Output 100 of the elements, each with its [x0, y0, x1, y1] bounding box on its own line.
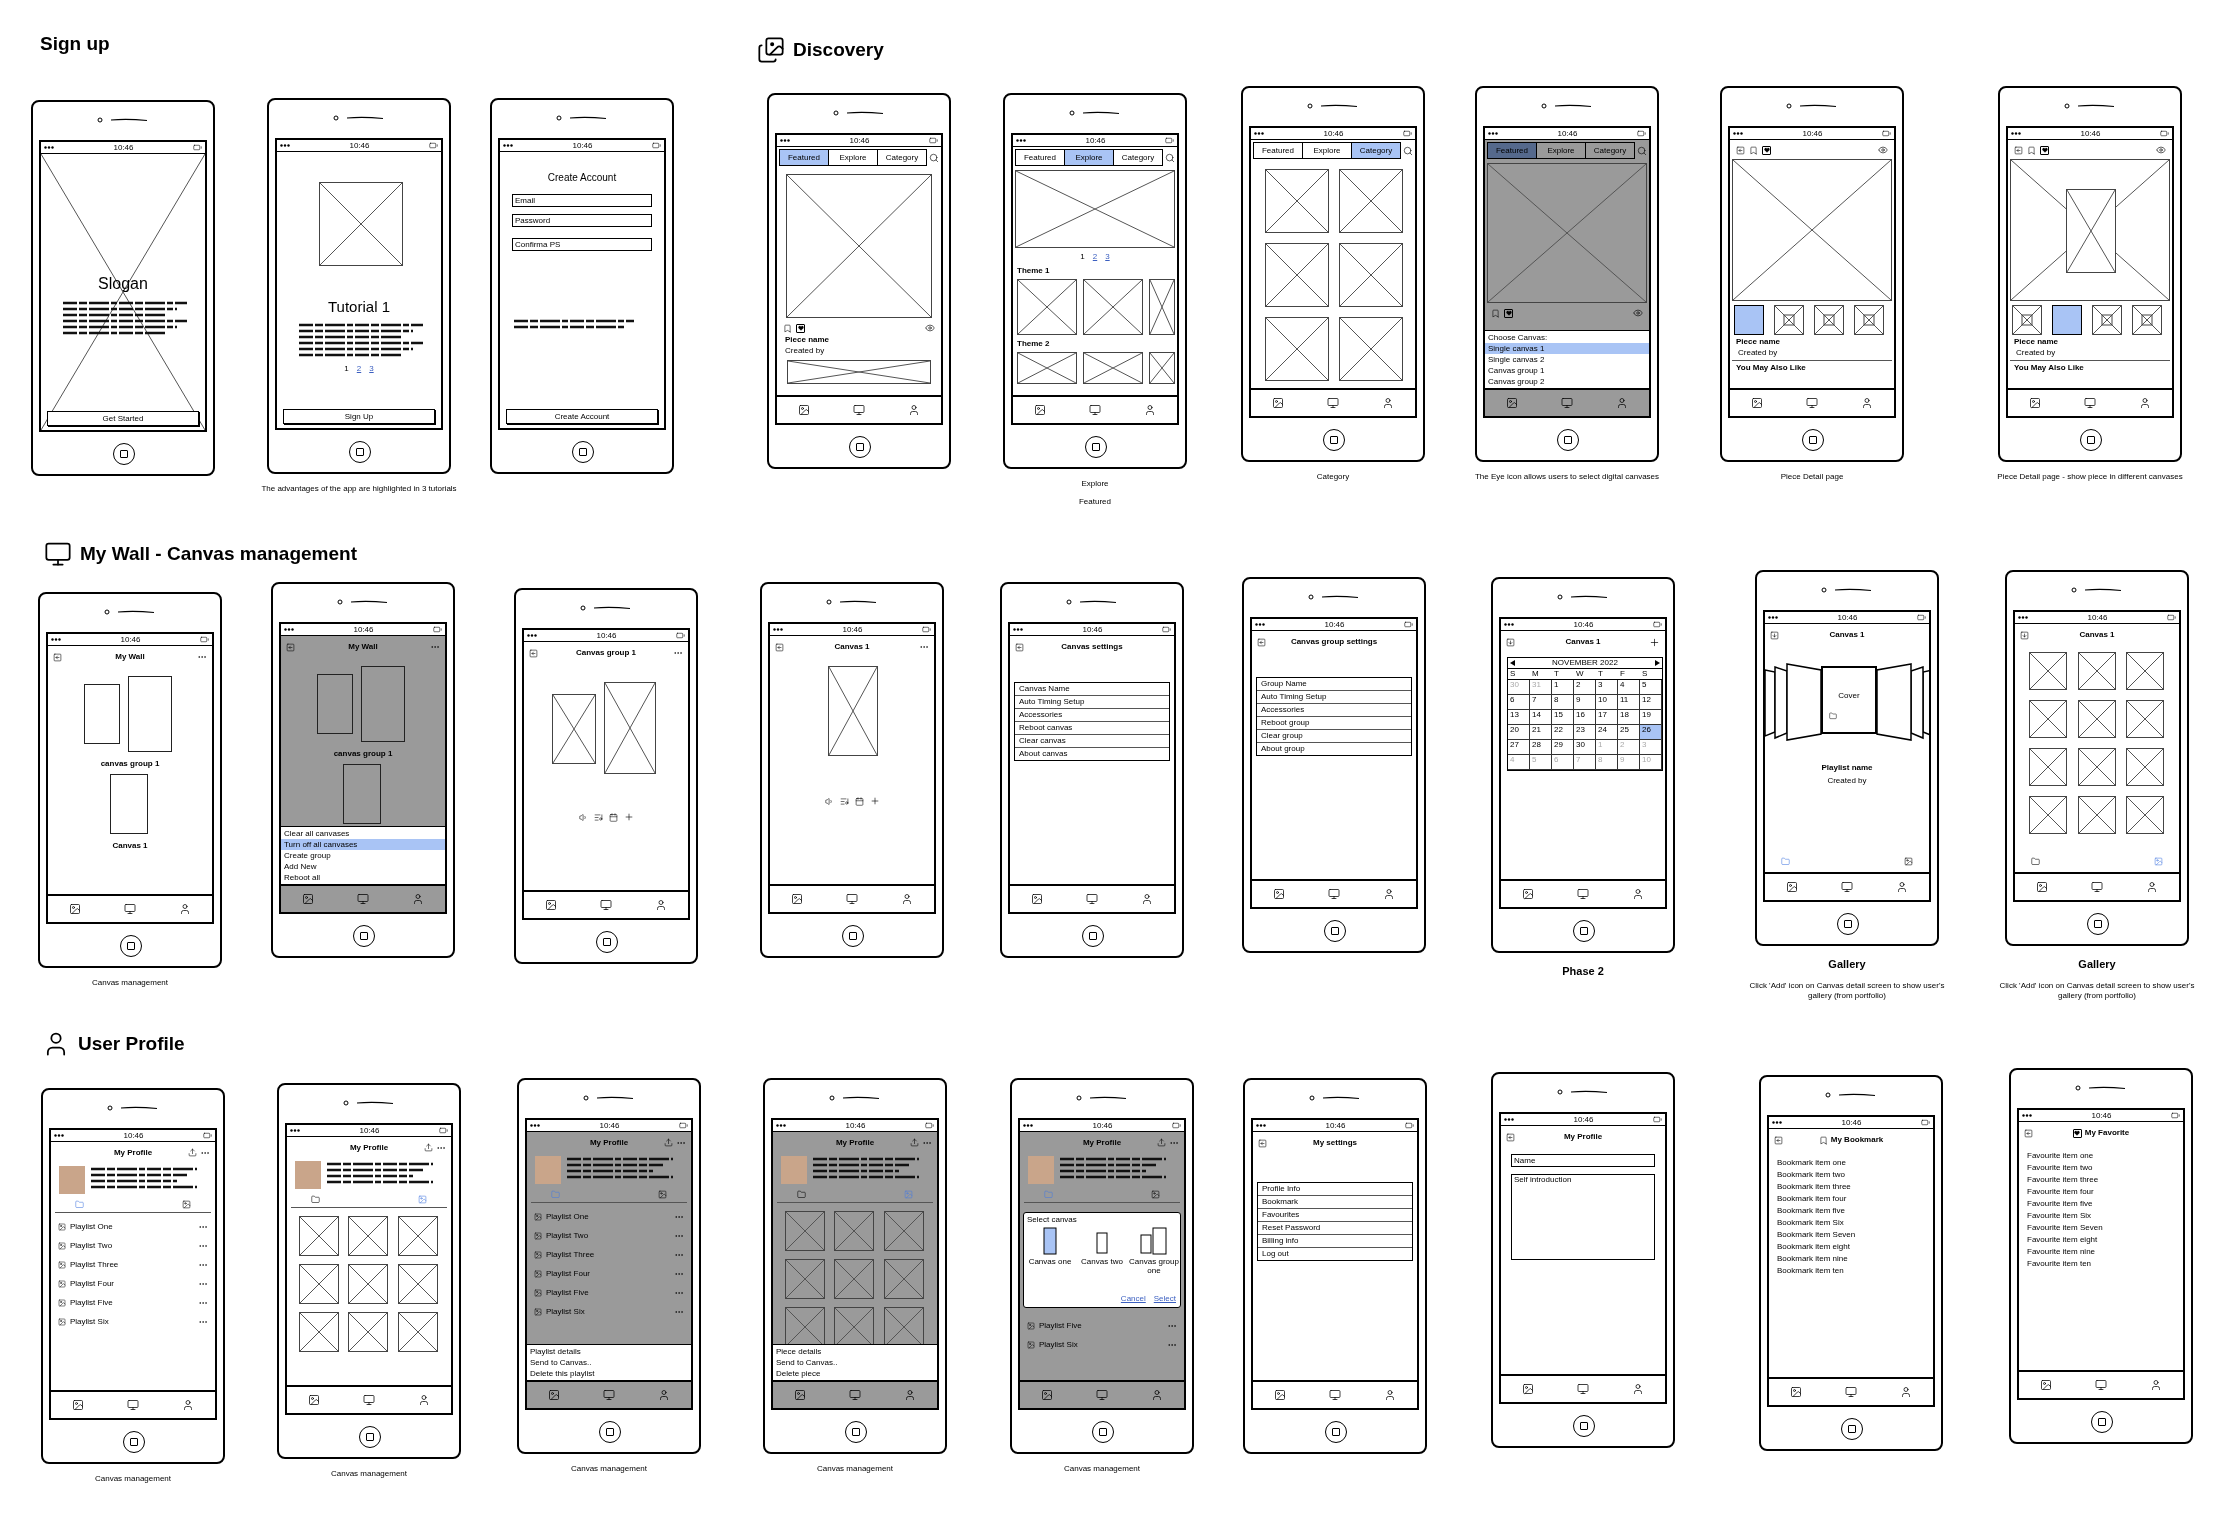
- menu-item: Log out: [1261, 1248, 1290, 1260]
- group-label: canvas group 1: [332, 748, 394, 760]
- weekday-label: W: [1575, 669, 1585, 679]
- status-time: 10:46: [1802, 129, 1823, 138]
- calendar-day: 2: [1618, 740, 1640, 755]
- calendar-day: 13: [1508, 710, 1530, 725]
- tutorial-title: Tutorial 1: [327, 297, 391, 317]
- menu-item: Accessories: [1257, 704, 1411, 717]
- phone-mockup: [38, 592, 222, 968]
- phone-mockup: [277, 1083, 461, 1459]
- status-time: 10:46: [1323, 129, 1344, 138]
- screen-title: My Bookmark: [1830, 1134, 1884, 1146]
- list-item: Bookmark item ten: [1777, 1265, 1845, 1277]
- list-item: Playlist Four: [70, 1277, 115, 1290]
- phone-mockup: [1242, 577, 1426, 953]
- menu-item: Favourites: [1258, 1209, 1412, 1222]
- screen-title: My Profile: [349, 1142, 389, 1154]
- node-label: Click 'Add' icon on Canvas detail screen to show user's gallery (from portfolio): [1748, 980, 1946, 1001]
- phone-mockup: [2005, 570, 2189, 946]
- status-time: 10:46: [1573, 620, 1594, 629]
- input-field: Email: [512, 194, 652, 207]
- list-item: Bookmark item two: [1777, 1169, 1847, 1181]
- list-item: Bookmark item three: [1777, 1181, 1852, 1193]
- calendar-day: 24: [1596, 725, 1618, 740]
- phone-mockup: [1241, 86, 1425, 462]
- option-label: Canvas group one: [1129, 1257, 1179, 1275]
- phone-mockup: [267, 98, 451, 474]
- calendar-day: 27: [1508, 740, 1530, 755]
- page-number: 1: [1080, 252, 1085, 262]
- node-label: Piece Detail page: [1780, 472, 1844, 482]
- menu-item: Canvas Name: [1015, 683, 1169, 696]
- page-link: 2: [1092, 252, 1098, 262]
- node-label: Gallery: [1828, 957, 1866, 972]
- screen-title: My Wall: [115, 651, 145, 663]
- calendar-day: 6: [1508, 695, 1530, 710]
- phone-mockup: [2009, 1068, 2193, 1444]
- list-item: Playlist Two: [70, 1239, 114, 1252]
- screen-title: Canvas 1: [1829, 629, 1865, 641]
- list-item: Favourite item ten: [2027, 1258, 2093, 1270]
- option-label: Canvas one: [1028, 1257, 1072, 1266]
- calendar-day: 7: [1574, 755, 1596, 770]
- author-text: Created by: [1826, 775, 1868, 787]
- piece-name: Piece name: [1735, 337, 1782, 347]
- list-item: Bookmark item Six: [1777, 1217, 1845, 1229]
- calendar-day: 10: [1640, 755, 1662, 770]
- phone-mockup: [514, 588, 698, 964]
- node-label: Canvas management: [1063, 1464, 1140, 1474]
- status-time: 10:46: [113, 143, 134, 152]
- calendar-day: 30: [1574, 740, 1596, 755]
- list-item: Favourite item five: [2027, 1198, 2094, 1210]
- calendar-day: 7: [1530, 695, 1552, 710]
- screen-title: My Favorite: [2084, 1127, 2130, 1139]
- weekday-label: S: [1509, 669, 1517, 679]
- menu-item: Create group: [283, 850, 332, 861]
- calendar-day: 16: [1574, 710, 1596, 725]
- menu-item: Profile Info: [1258, 1183, 1412, 1196]
- calendar-day: 20: [1508, 725, 1530, 740]
- node-label: Canvas management: [94, 1474, 171, 1484]
- input-field: Confirma PS: [512, 238, 652, 251]
- weekday-label: S: [1641, 669, 1649, 679]
- status-time: 10:46: [353, 625, 374, 634]
- phone-mockup: [760, 582, 944, 958]
- menu-item: Single canvas 2: [1487, 354, 1546, 365]
- list-item: Bookmark item one: [1777, 1157, 1847, 1169]
- calendar-day: 14: [1530, 710, 1552, 725]
- calendar-day: 21: [1530, 725, 1552, 740]
- calendar-day: 3: [1640, 740, 1662, 755]
- phone-mockup: [1003, 93, 1187, 469]
- node-label: Canvas management: [91, 978, 168, 988]
- section-heading: User Profile: [78, 1032, 185, 1056]
- menu-item: Reboot all: [283, 872, 322, 883]
- dialog-title: Select canvas: [1027, 1214, 1077, 1226]
- phone-mockup: [31, 100, 215, 476]
- list-item: Favourite item one: [2027, 1150, 2095, 1162]
- screen-title: Canvas settings: [1061, 641, 1123, 653]
- node-label: Canvas management: [330, 1469, 407, 1479]
- canvas-label: Canvas 1: [111, 840, 149, 852]
- phone-mockup: [517, 1078, 701, 1454]
- status-time: 10:46: [596, 631, 617, 640]
- month-label: NOVEMBER 2022: [1552, 659, 1618, 667]
- list-item: Favourite item eight: [2027, 1234, 2099, 1246]
- status-time: 10:46: [1085, 136, 1106, 145]
- input-field: Password: [512, 214, 652, 227]
- list-item: Favourite item nine: [2027, 1246, 2097, 1258]
- status-time: 10:46: [845, 1121, 866, 1130]
- screen-title: My Wall: [348, 641, 378, 653]
- status-time: 10:46: [359, 1126, 380, 1135]
- menu-item: Reboot group: [1257, 717, 1411, 730]
- calendar-day: 8: [1596, 755, 1618, 770]
- section-heading: My Wall - Canvas management: [80, 542, 357, 566]
- section-heading: You May Also Like: [1735, 363, 1807, 373]
- status-time: 10:46: [842, 625, 863, 634]
- list-item: Playlist One: [546, 1210, 590, 1223]
- phone-mockup: [1010, 1078, 1194, 1454]
- phone-mockup: [1755, 570, 1939, 946]
- calendar-day: 2: [1574, 680, 1596, 695]
- weekday-label: T: [1553, 669, 1560, 679]
- piece-name: Piece name: [784, 335, 831, 345]
- list-item: Favourite item four: [2027, 1186, 2095, 1198]
- menu-item: Auto Timing Setup: [1257, 691, 1411, 704]
